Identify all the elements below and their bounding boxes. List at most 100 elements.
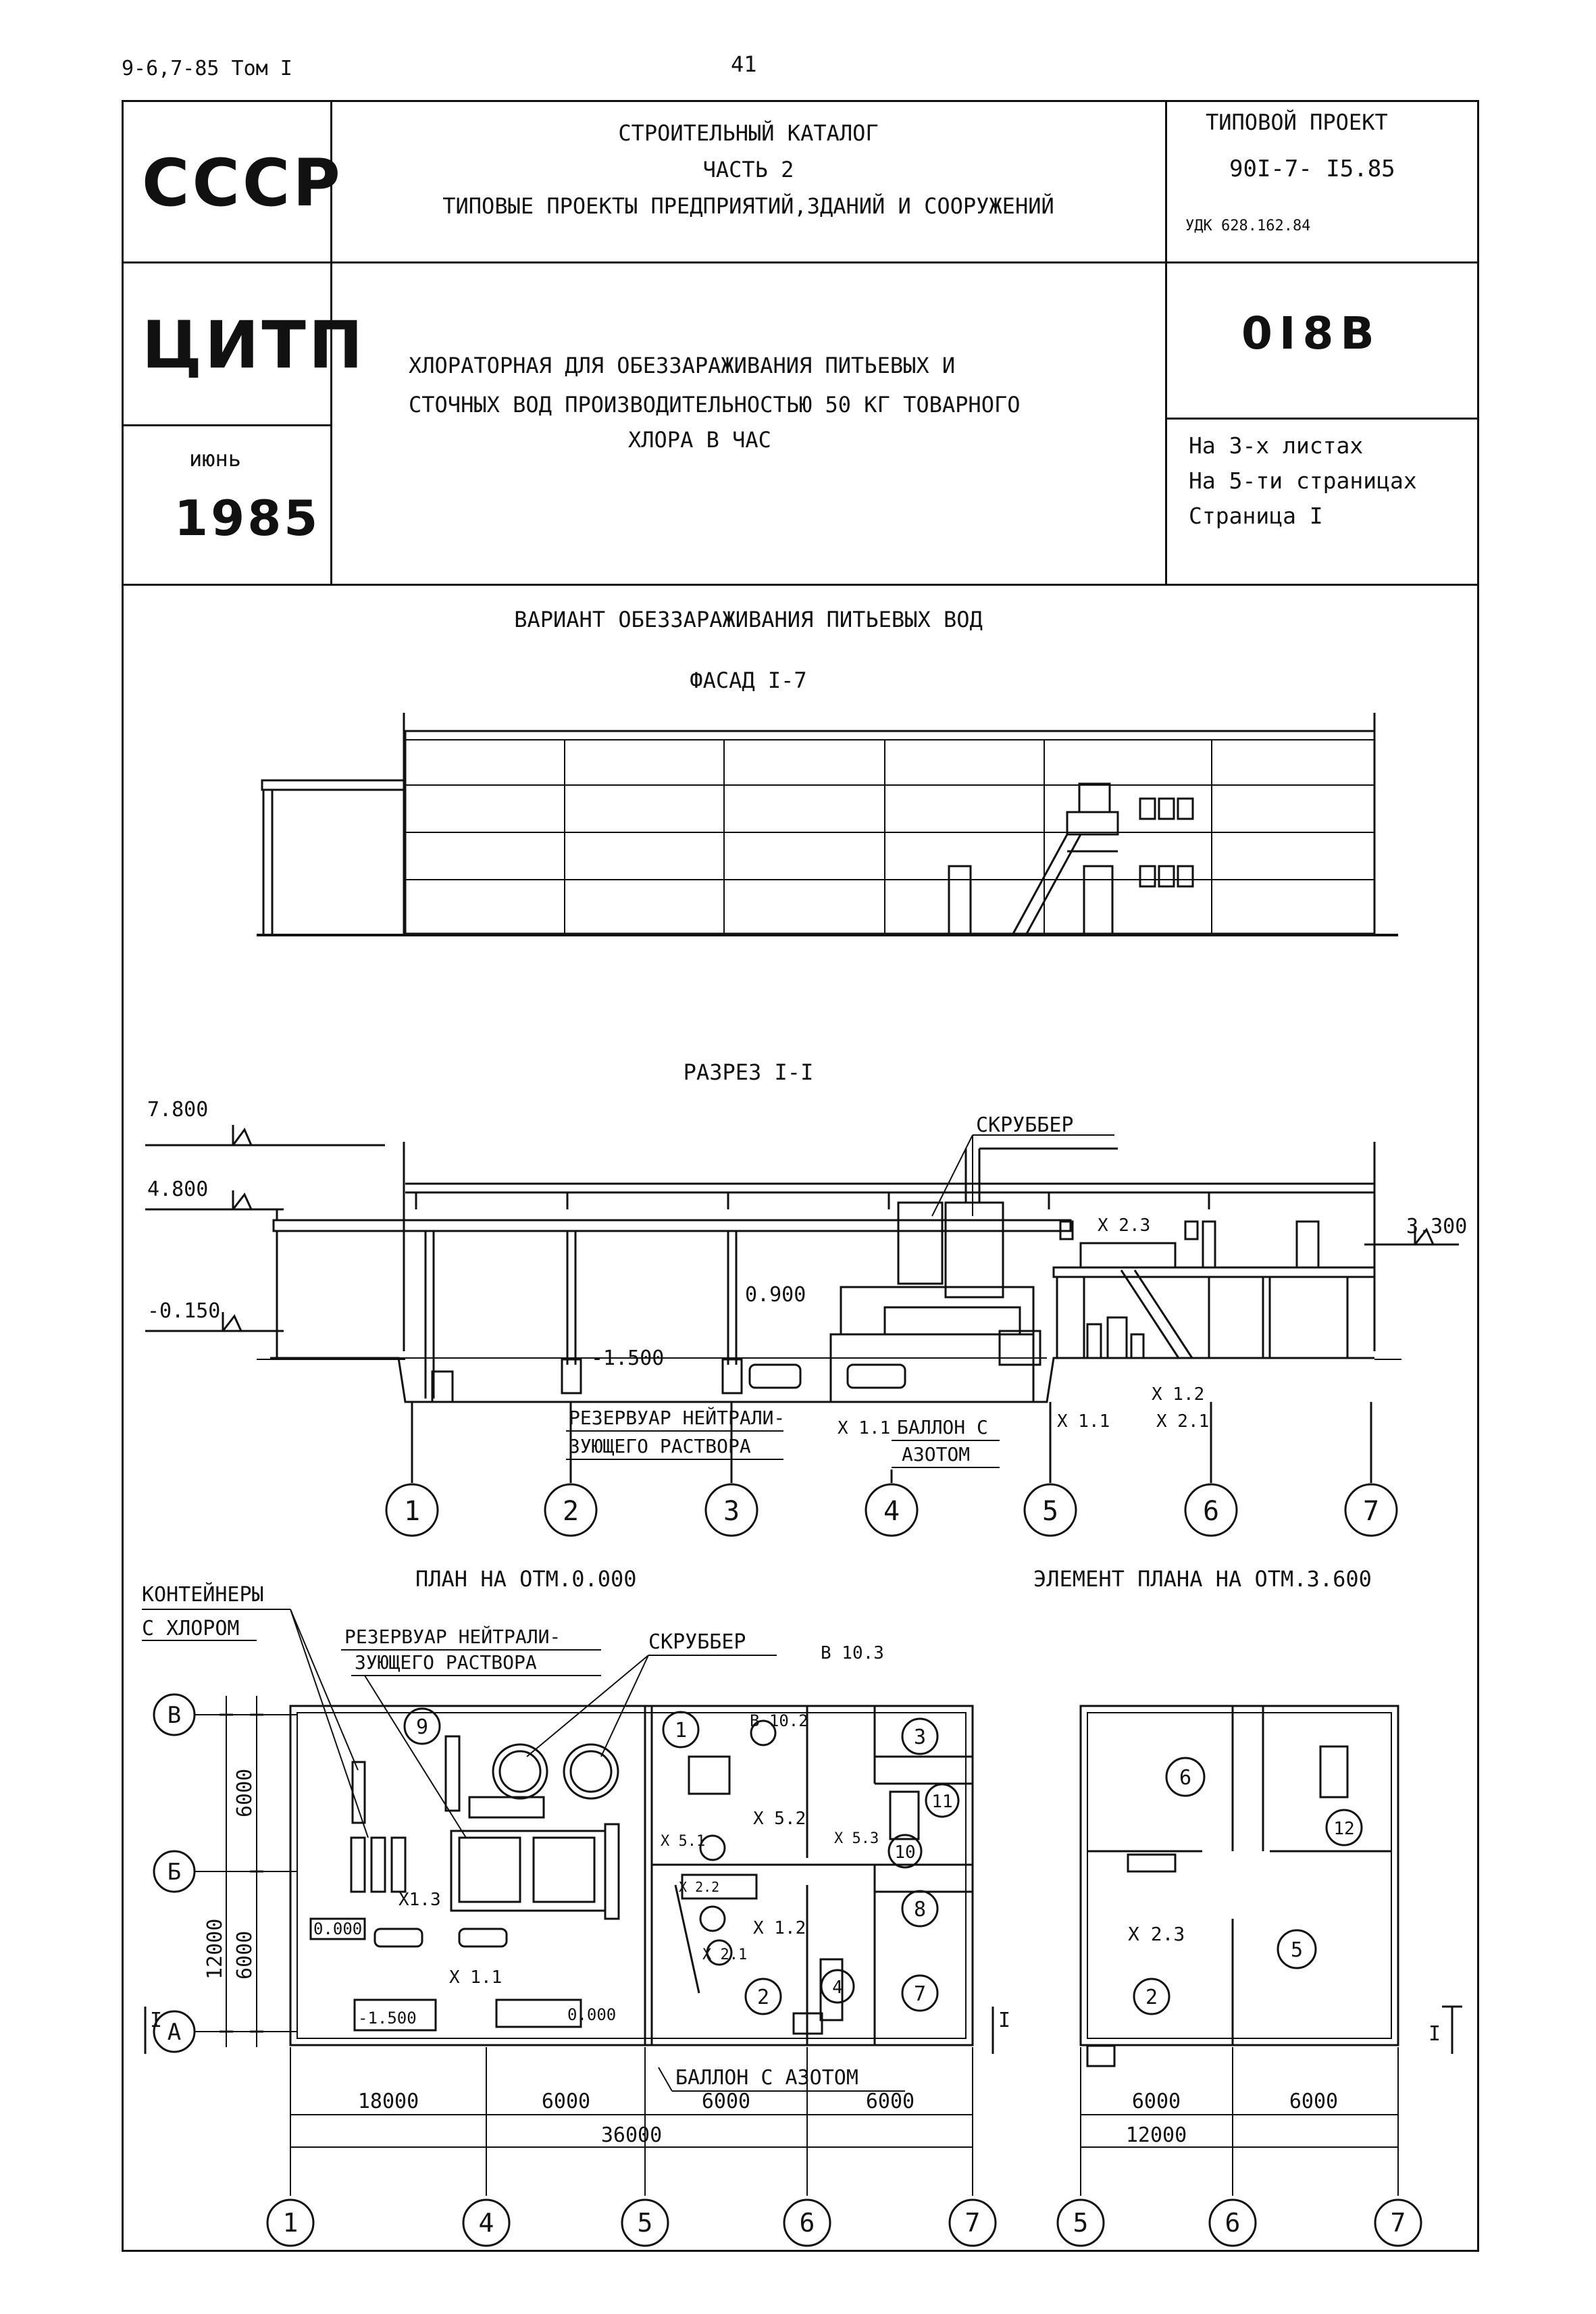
section-balloon-2: АЗОТОМ (902, 1443, 970, 1465)
plan-containers-2: С ХЛОРОМ (142, 1617, 240, 1640)
row-axes (153, 1693, 297, 2053)
dim-v1: 6000 (233, 1769, 257, 1817)
plan-axis-1: 1 (283, 2208, 299, 2238)
level-7800: 7.800 (147, 1098, 208, 1122)
dim-v2: 6000 (233, 1931, 257, 1980)
plan-axis-7: 7 (965, 2208, 981, 2238)
scrubber-label: СКРУББЕР (976, 1113, 1074, 1137)
catalog-line-3: ТИПОВЫЕ ПРОЕКТЫ ПРЕДПРИЯТИЙ,ЗДАНИЙ И СОО… (442, 193, 1054, 219)
section-axes (385, 1402, 1398, 1537)
plan-level-0000: 0.000 (313, 1919, 362, 1938)
section-x11a: X 1.1 (838, 1418, 890, 1438)
room-11: 11 (931, 1792, 952, 1812)
room-numbers: 9 1 3 11 10 8 2 4 7 (416, 1715, 953, 2009)
row-axis-v: В (168, 1702, 181, 1729)
level-minus-1500: -1.500 (591, 1347, 664, 1370)
stamp-hline-right-2 (1165, 418, 1479, 420)
row-axis-b: Б (168, 1859, 181, 1886)
org-ussr: СССР (142, 145, 343, 221)
plan2-dim-12000: 12000 (1126, 2123, 1187, 2147)
cut-mark-right: I (1428, 2022, 1441, 2046)
page-number: 41 (731, 51, 757, 77)
page-frame (122, 100, 1479, 2252)
facade-drawing (257, 713, 1398, 936)
plan2-room-numbers: 6 12 2 5 (1145, 1766, 1355, 2009)
plan-level-0000-b: 0.000 (567, 2005, 616, 2024)
plan2-room-5: 5 (1291, 1938, 1303, 1962)
page-indicator: Страница I (1189, 503, 1323, 529)
dim-6000-b: 6000 (702, 2090, 750, 2113)
stamp-hline-left-2 (122, 424, 331, 426)
section-axis-6: 6 (1203, 1496, 1219, 1527)
plan2-labels: X 2.3 (1128, 1923, 1185, 1945)
section-axis-1: 1 (404, 1496, 420, 1527)
plan-x13: X1.3 (398, 1890, 441, 1910)
plan-leaders (142, 1609, 905, 2092)
title-line-1: ХЛОРАТОРНАЯ ДЛЯ ОБЕЗЗАРАЖИВАНИЯ ПИТЬЕВЫХ… (409, 353, 956, 378)
document-code: 0I8B (1241, 307, 1381, 359)
dim-vtotal: 12000 (203, 1919, 227, 1980)
project-number: 90I-7- I5.85 (1229, 155, 1395, 182)
plan-x11: X 1.1 (449, 1967, 502, 1988)
plan-scrubber: СКРУББЕР (648, 1630, 746, 1654)
room-2: 2 (757, 1986, 769, 2009)
catalog-line-2: ЧАСТЬ 2 (702, 157, 794, 182)
plan-b103: В 10.3 (821, 1643, 884, 1663)
room-9: 9 (416, 1715, 428, 1739)
pages-count: На 5-ти страницах (1189, 468, 1417, 494)
cut-marks (144, 2005, 1462, 2054)
section-reservoir-2: ЗУЮЩЕГО РАСТВОРА (569, 1435, 751, 1457)
plan2-title: ЭЛЕМЕНТ ПЛАНА НА ОТМ.3.600 (1033, 1566, 1372, 1592)
level-0900: 0.900 (745, 1283, 806, 1307)
plan-title: ПЛАН НА ОТМ.0.000 (415, 1566, 637, 1592)
plan2-dim-lines (1056, 2047, 1422, 2247)
plan-dim-lines (266, 2047, 997, 2247)
plan-axis-4: 4 (479, 2208, 494, 2238)
section-title: РАЗРЕЗ I-I (683, 1059, 814, 1085)
plan-dim-labels: 18000 6000 6000 6000 36000 (358, 2090, 915, 2147)
udk-code: УДК 628.162.84 (1185, 218, 1311, 234)
section-x23: X 2.3 (1098, 1215, 1150, 1236)
plan2-drawing (1079, 1705, 1399, 2067)
section-balloon-1: БАЛЛОН С (897, 1416, 988, 1438)
dim-18000: 18000 (358, 2090, 419, 2113)
plan-axis-labels: 1 4 5 6 7 (283, 2208, 981, 2238)
plan2-axis-labels: 5 6 7 (1073, 2208, 1406, 2238)
section-labels: 7.800 4.800 -0.150 3.300 0.900 -1.500 СК… (147, 1098, 1467, 1465)
section-drawing (145, 1125, 1459, 1403)
cut-mark-left: I (150, 2009, 162, 2032)
catalog-line-1: СТРОИТЕЛЬНЫЙ КАТАЛОГ (618, 120, 879, 146)
variant-title: ВАРИАНТ ОБЕЗЗАРАЖИВАНИЯ ПИТЬЕВЫХ ВОД (514, 607, 983, 632)
room-circles (403, 1707, 960, 2015)
plan-x22: X 2.2 (679, 1879, 719, 1895)
room-10: 10 (894, 1842, 915, 1863)
plan2-axis-7: 7 (1391, 2208, 1406, 2238)
row-axis-a: А (168, 2019, 181, 2046)
level-minus-0150: -0.150 (147, 1299, 220, 1323)
room-4: 4 (832, 1978, 843, 1998)
section-axis-5: 5 (1042, 1496, 1058, 1527)
room-1: 1 (675, 1719, 687, 1742)
section-axis-3: 3 (723, 1496, 740, 1527)
level-3300: 3.300 (1406, 1215, 1467, 1238)
section-x21: X 2.1 (1156, 1411, 1209, 1432)
cut-mark-labels: I I I (150, 2009, 1441, 2046)
stamp-hline-right-1 (1165, 261, 1479, 263)
section-x12: X 1.2 (1152, 1384, 1204, 1405)
plan-reservoir-2: ЗУЮЩЕГО РАСТВОРА (355, 1651, 537, 1674)
plan2-room-2: 2 (1145, 1986, 1158, 2009)
plan-x52: X 5.2 (753, 1809, 806, 1829)
title-line-2: СТОЧНЫХ ВОД ПРОИЗВОДИТЕЛЬНОСТЬЮ 50 КГ ТО… (409, 392, 1021, 418)
level-4800: 4.800 (147, 1178, 208, 1201)
room-3: 3 (914, 1726, 926, 1749)
sheets-count: На 3-х листах (1189, 432, 1364, 459)
plan-x12: X 1.2 (753, 1918, 806, 1938)
plan-level-minus-1500: -1.500 (358, 2009, 417, 2028)
issue-month: июнь (189, 446, 242, 472)
section-reservoir-1: РЕЗЕРВУАР НЕЙТРАЛИ- (569, 1406, 785, 1429)
series-number: 9-6,7-85 Том I (122, 57, 292, 80)
org-citp: ЦИТП (142, 307, 366, 383)
plan-labels: КОНТЕЙНЕРЫ С ХЛОРОМ РЕЗЕРВУАР НЕЙТРАЛИ- … (142, 1582, 884, 2090)
plan-x51: X 5.1 (661, 1833, 705, 1850)
